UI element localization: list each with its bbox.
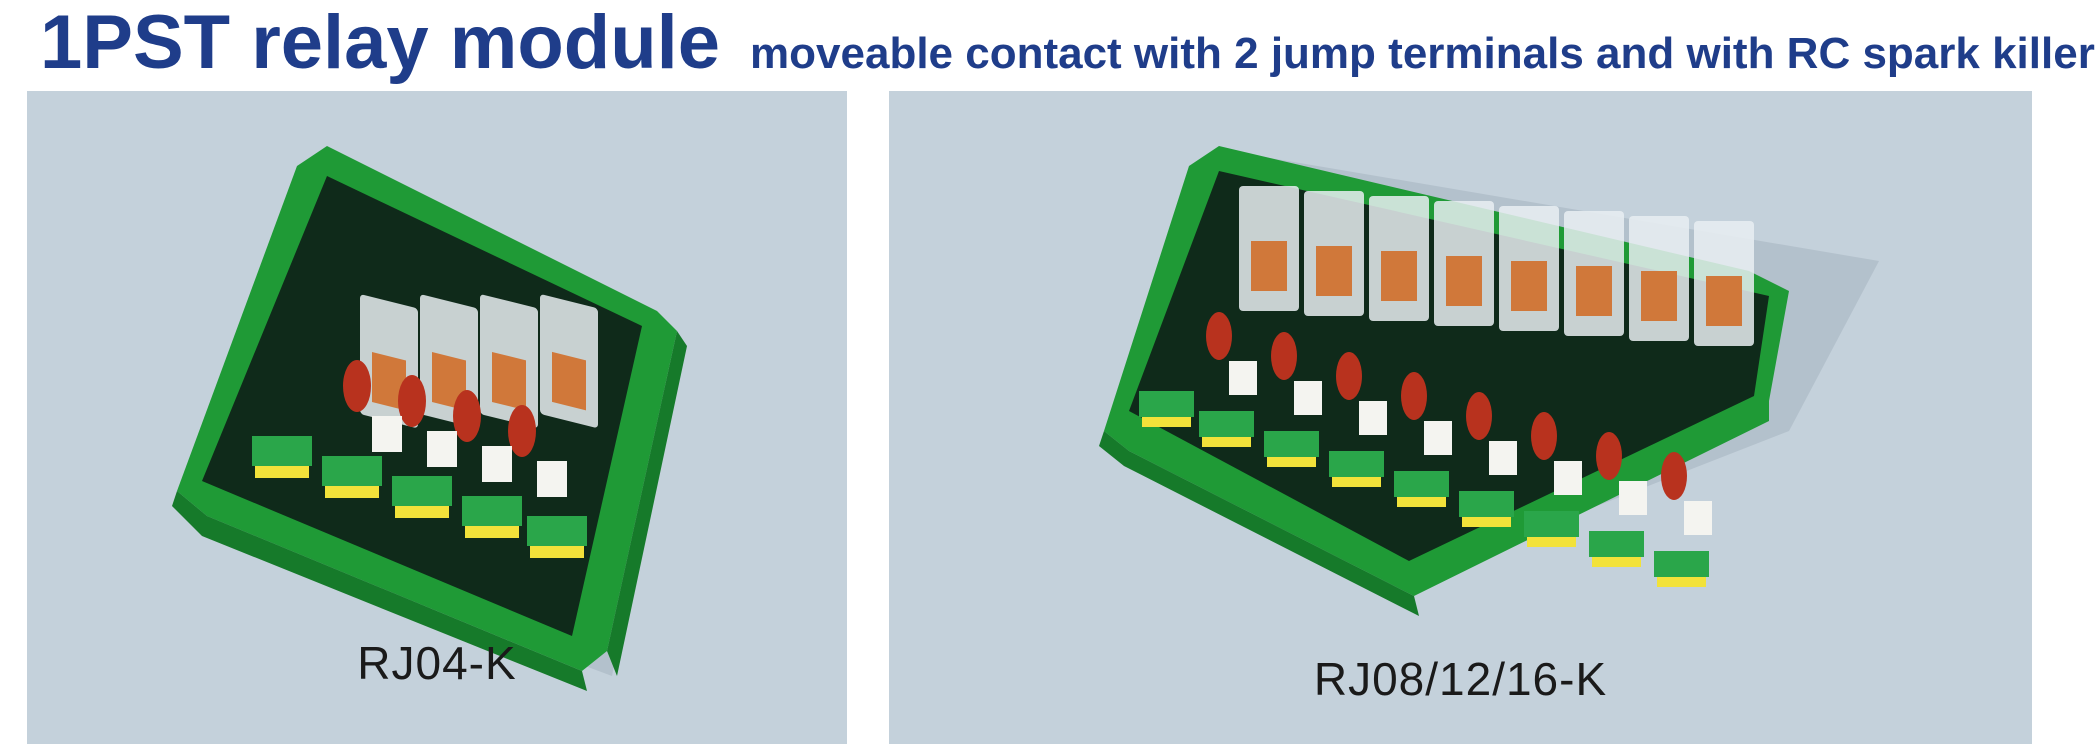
page-subtitle: moveable contact with 2 jump terminals a… xyxy=(750,29,2095,78)
relay-group xyxy=(1239,186,1754,346)
product-caption: RJ08/12/16-K xyxy=(1313,653,1608,705)
page-header: 1PST relay module moveable contact with … xyxy=(40,0,2095,86)
product-caption: RJ04-K xyxy=(357,637,517,689)
relay-module-image-rj08 xyxy=(1099,146,1879,616)
product-panel-rj08: RJ08/12/16-K xyxy=(889,91,2032,744)
page-title: 1PST relay module xyxy=(40,0,721,85)
product-panel-rj04: RJ04-K xyxy=(27,91,847,744)
relay-module-image-rj04 xyxy=(172,146,687,691)
relay-group xyxy=(360,294,598,428)
